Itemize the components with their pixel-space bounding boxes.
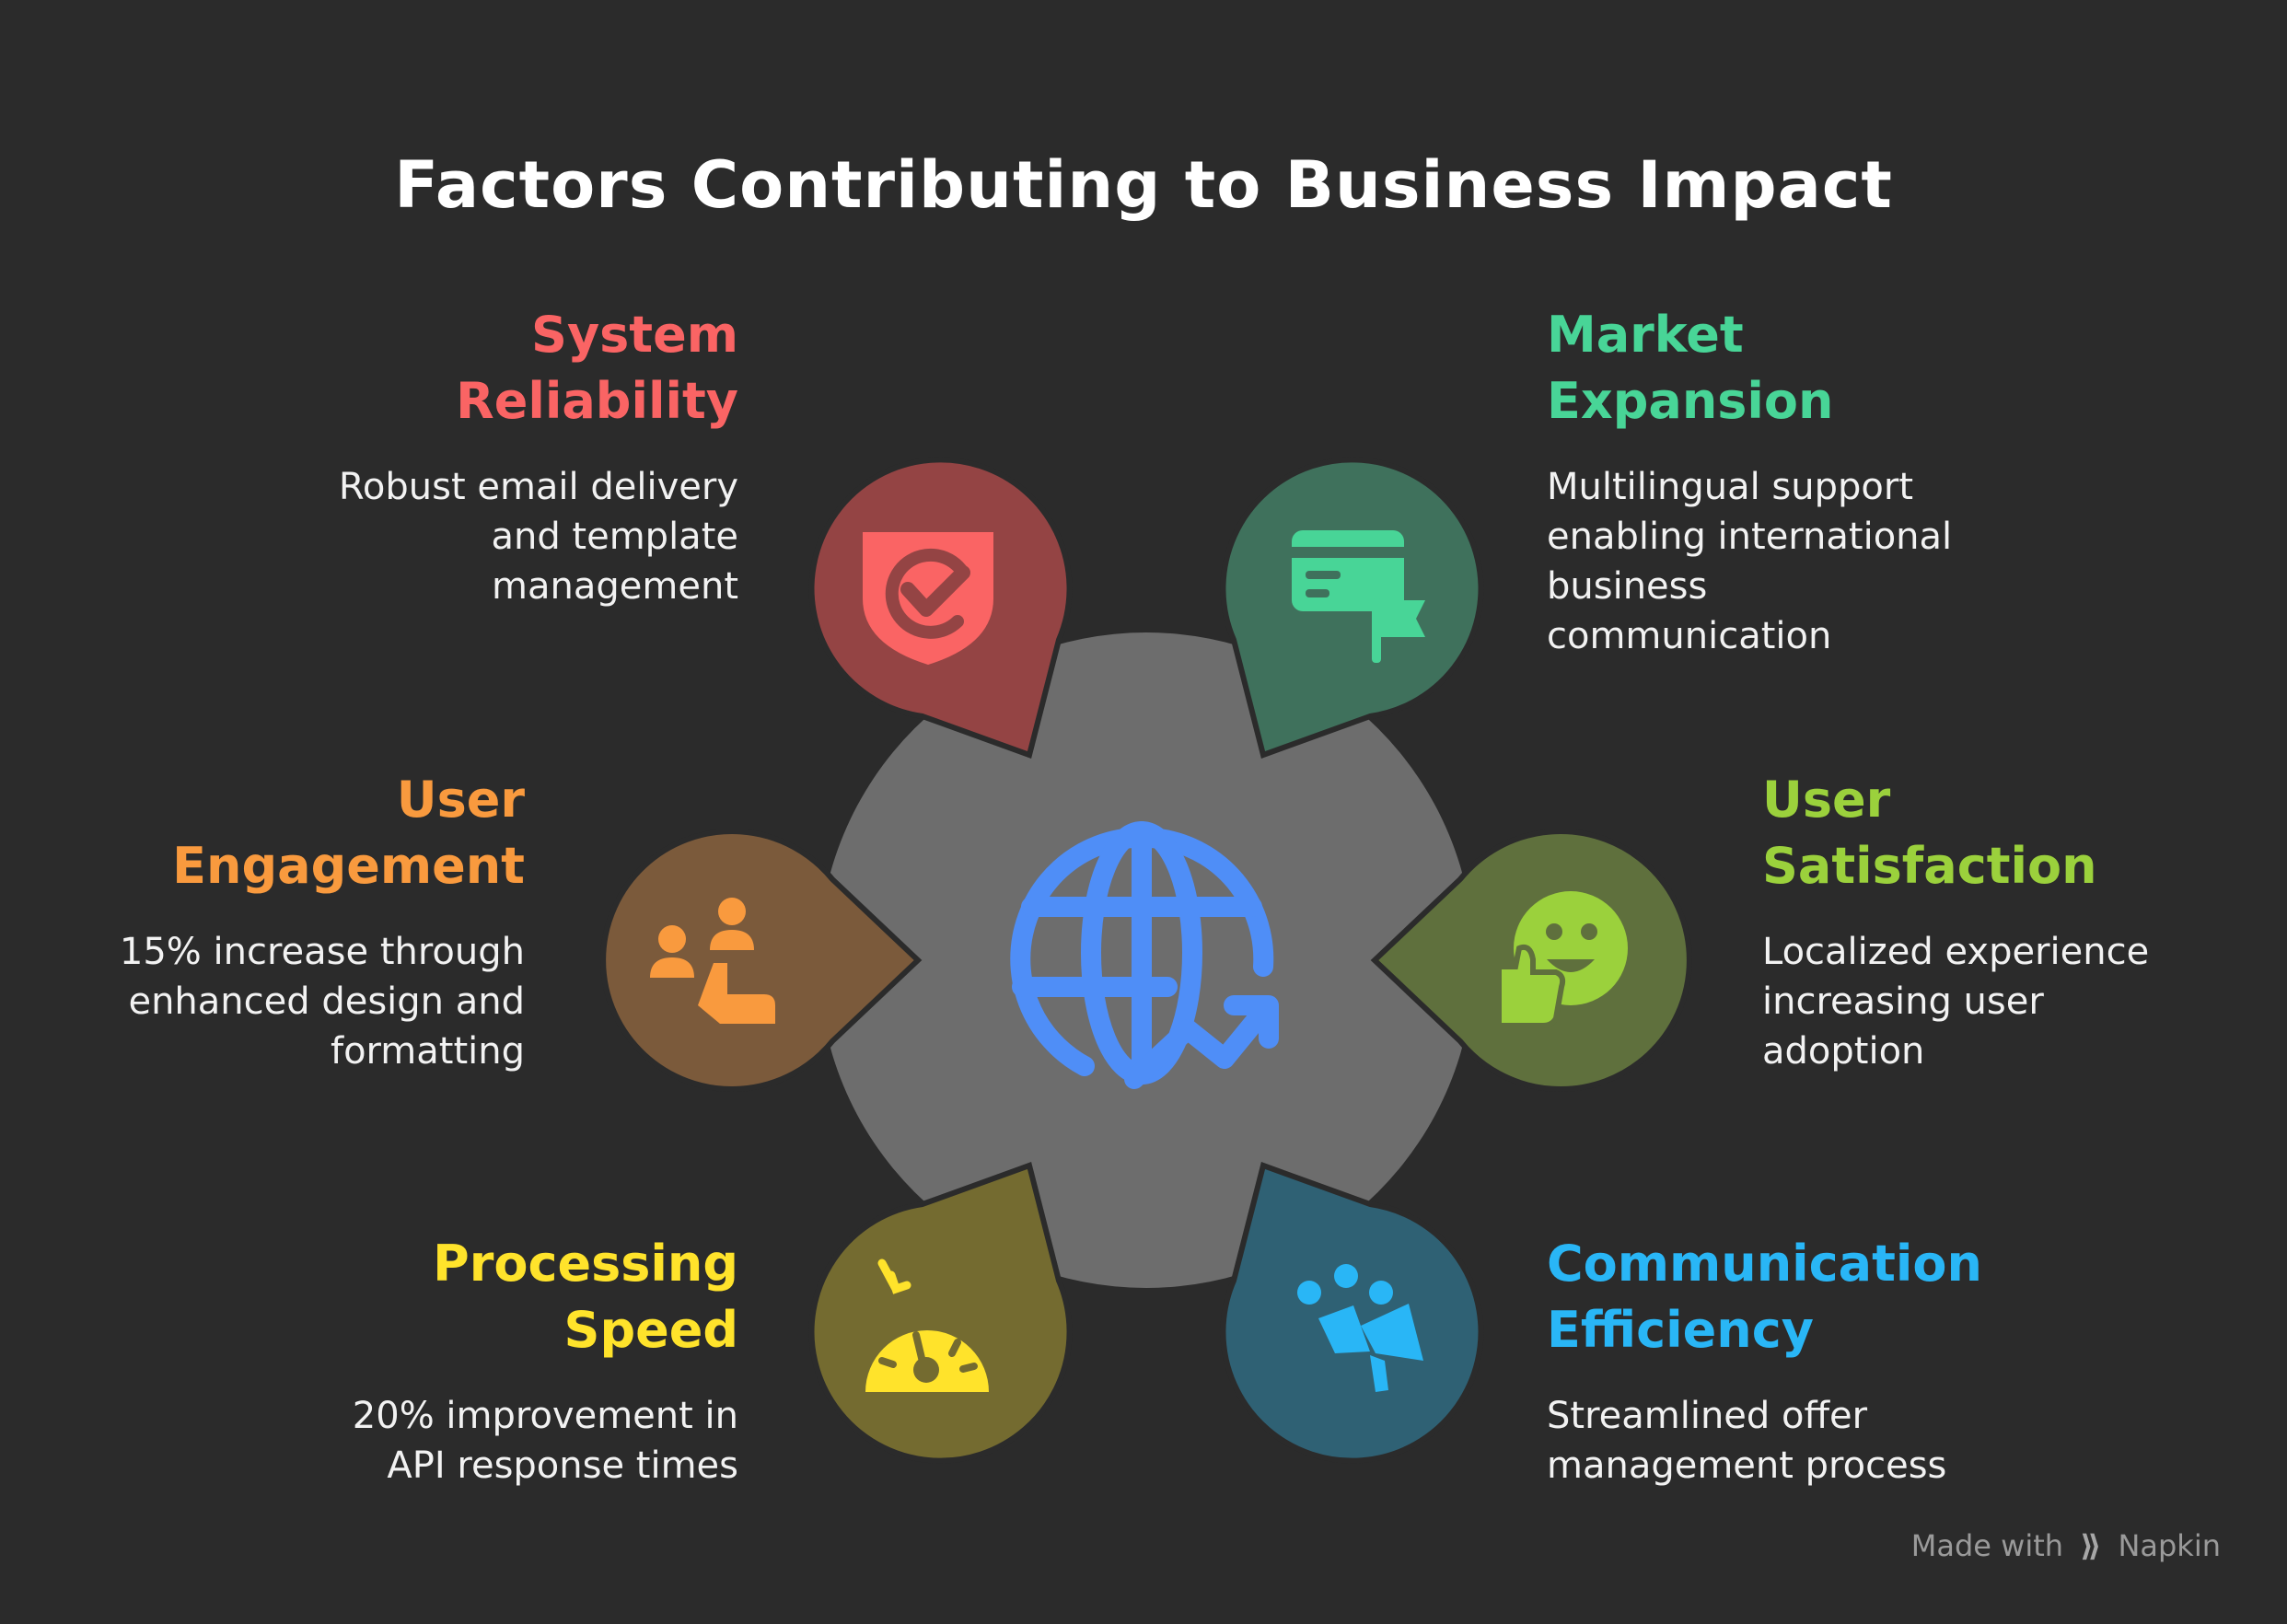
factor-title-line1: User — [1762, 771, 1891, 829]
factor-description-line: enhanced design and — [128, 980, 525, 1023]
card-flag-icon — [1292, 530, 1425, 663]
shield-check-icon — [863, 532, 993, 665]
petal-user-engagement — [600, 829, 923, 1092]
factor-title-line2: Expansion — [1547, 372, 1834, 430]
factor-system-reliability: System Reliability Robust email delivery… — [186, 302, 738, 611]
factor-description: Localized experience increasing user ado… — [1762, 927, 2287, 1076]
factor-description-line: enabling international — [1547, 516, 1953, 558]
napkin-logo-icon: ⟫ — [2080, 1528, 2102, 1563]
factor-description: 15% increase through enhanced design and… — [0, 927, 525, 1076]
factor-description-line: formatting — [331, 1030, 525, 1073]
factor-description-line: API response times — [387, 1444, 738, 1487]
factor-description-line: communication — [1547, 615, 1832, 657]
factor-title: System Reliability — [186, 302, 738, 435]
factor-description-line: business — [1547, 565, 1708, 608]
megaphone-people-icon — [1297, 1264, 1423, 1392]
made-with-label: Made with — [1910, 1528, 2064, 1563]
globe-growth-icon — [1010, 821, 1279, 1089]
bubble-processing-speed — [808, 1162, 1073, 1464]
factor-title: Processing Speed — [186, 1231, 738, 1363]
napkin-brand: Napkin — [2118, 1528, 2221, 1563]
people-ladder-icon — [650, 898, 775, 1024]
factor-description-line: increasing user — [1762, 980, 2044, 1023]
speedometer-icon — [865, 1259, 989, 1392]
factor-title: User Satisfaction — [1762, 767, 2287, 899]
factor-title-line1: System — [531, 306, 738, 364]
factor-description-line: Multilingual support — [1547, 466, 1914, 508]
factor-description-line: Robust email delivery — [338, 466, 738, 508]
factor-title-line1: Communication — [1547, 1235, 1982, 1293]
factor-market-expansion: Market Expansion Multilingual support en… — [1547, 302, 2099, 661]
factor-title-line2: Satisfaction — [1762, 837, 2097, 895]
smiley-thumbs-up-icon — [1496, 891, 1628, 1028]
made-with-footer: Made with ⟫ Napkin — [1911, 1528, 2221, 1563]
factor-description-line: 20% improvement in — [352, 1395, 738, 1437]
factor-description-line: management — [492, 565, 738, 608]
factor-processing-speed: Processing Speed 20% improvement in API … — [186, 1231, 738, 1491]
factor-description-line: management process — [1547, 1444, 1947, 1487]
factor-title-line1: Market — [1547, 306, 1744, 364]
factor-title: User Engagement — [0, 767, 525, 899]
factor-user-satisfaction: User Satisfaction Localized experience i… — [1762, 767, 2287, 1076]
factor-description-line: 15% increase through — [119, 931, 525, 973]
factor-title: Market Expansion — [1547, 302, 2099, 435]
factor-description: 20% improvement in API response times — [186, 1391, 738, 1491]
diagram-title: Factors Contributing to Business Impact — [394, 147, 1893, 223]
petal-processing-speed — [808, 1162, 1073, 1464]
bubble-user-engagement — [600, 829, 923, 1092]
factor-user-engagement: User Engagement 15% increase through enh… — [0, 767, 525, 1076]
factor-communication-efficiency: Communication Efficiency Streamlined off… — [1547, 1231, 2099, 1491]
factor-description: Robust email delivery and template manag… — [186, 462, 738, 611]
factor-description: Streamlined offer management process — [1547, 1391, 2099, 1491]
factor-title-line2: Efficiency — [1547, 1301, 1814, 1359]
factor-title-line1: Processing — [433, 1235, 738, 1293]
factor-title-line2: Reliability — [456, 372, 738, 430]
factor-description-line: Localized experience — [1762, 931, 2150, 973]
factor-description-line: Streamlined offer — [1547, 1395, 1868, 1437]
factor-description-line: adoption — [1762, 1030, 1925, 1073]
factor-description-line: and template — [491, 516, 738, 558]
factor-title-line1: User — [396, 771, 525, 829]
factor-title: Communication Efficiency — [1547, 1231, 2099, 1363]
factor-description: Multilingual support enabling internatio… — [1547, 462, 2099, 661]
factor-title-line2: Engagement — [172, 837, 525, 895]
factor-title-line2: Speed — [563, 1301, 738, 1359]
